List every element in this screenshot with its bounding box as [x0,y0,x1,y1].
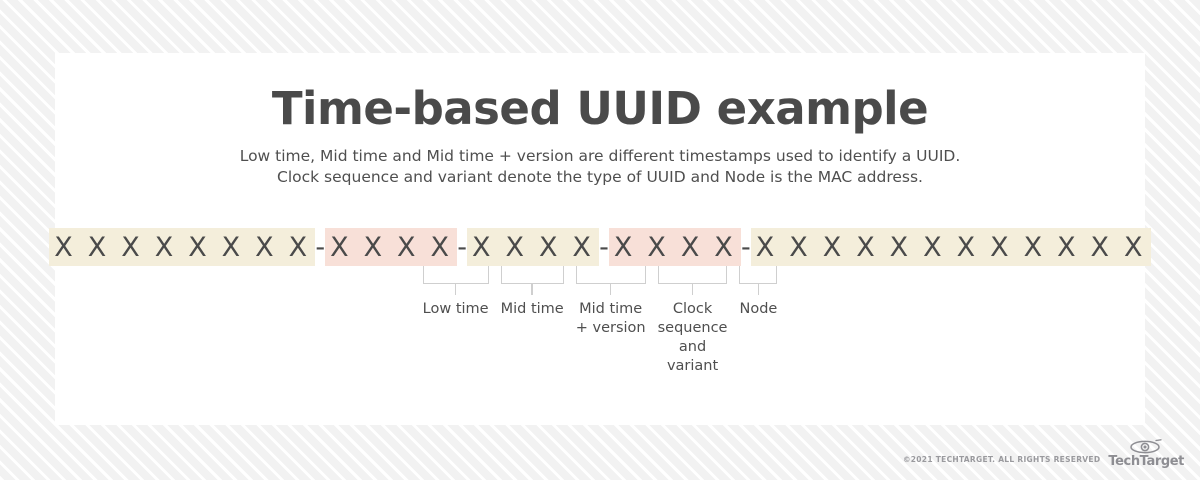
eye-icon [1130,439,1162,454]
uuid-segment-mid-time-version: X X X X [466,228,600,266]
content-card: Time-based UUID example Low time, Mid ti… [49,53,1151,425]
uuid-segment-chars: X X X X X X X X [54,231,311,263]
subtitle-line-1: Low time, Mid time and Mid time + versio… [239,147,961,166]
uuid-separator: - [457,231,467,263]
bracket [657,266,728,284]
segment-label-mid-time-version: Mid time + version [575,301,646,336]
bracket [422,266,489,284]
footer: ©2021 TECHTARGET. ALL RIGHTS RESERVED Te… [903,439,1184,468]
uuid-separator: - [315,231,326,263]
bracket [500,266,564,284]
bracket-group-mid-time: Mid time [500,266,564,319]
techtarget-logo: TechTarget [1108,439,1184,468]
uuid-segment-low-time: X X X X X X X X [49,228,316,266]
segment-label-low-time: Low time [422,301,489,317]
uuid-segment-node: X X X X X X X X X X X X [750,228,1151,266]
uuid-separator: - [741,231,751,263]
subtitle-line-2: Clock sequence and variant denote the ty… [277,168,923,187]
page-subtitle: Low time, Mid time and Mid time + versio… [55,146,1145,188]
bracket-stem [691,284,694,295]
uuid-separator: - [599,231,609,263]
uuid-segment-chars: X X X X [330,231,453,263]
uuid-diagram: X X X X X X X X - X X X X - X X X X - X … [49,228,1151,375]
bracket-stem [757,284,760,295]
uuid-segment-mid-time: X X X X [325,228,458,266]
uuid-segment-chars: X X X X [471,231,595,263]
uuid-segment-chars: X X X X X X X X X X X X [755,231,1146,263]
bracket [575,266,646,284]
bracket-stem [609,284,612,295]
segment-label-clock-sequence-variant: Clock sequence and variant [657,301,728,374]
page-title: Time-based UUID example [271,82,929,135]
bracket [739,266,778,284]
bracket-stem [454,284,457,295]
bracket-group-clock-sequence-variant: Clock sequence and variant [657,266,728,375]
segment-label-node: Node [739,301,778,317]
bracket-stem [531,284,533,295]
techtarget-wordmark: TechTarget [1108,454,1184,469]
segment-label-mid-time: Mid time [500,301,564,317]
copyright-text: ©2021 TECHTARGET. ALL RIGHTS RESERVED [902,455,1101,464]
bracket-group-node: Node [739,266,778,319]
bracket-label-row: Low time Mid time Mid time + version Clo… [55,266,1145,375]
heading-block: Time-based UUID example Low time, Mid ti… [55,53,1145,188]
uuid-segment-clock-sequence-variant: X X X X [608,228,742,266]
bracket-group-low-time: Low time [422,266,489,319]
uuid-segment-chars: X X X X [613,231,737,263]
uuid-string-row: X X X X X X X X - X X X X - X X X X - X … [49,228,1151,266]
bracket-group-mid-time-version: Mid time + version [575,266,646,338]
